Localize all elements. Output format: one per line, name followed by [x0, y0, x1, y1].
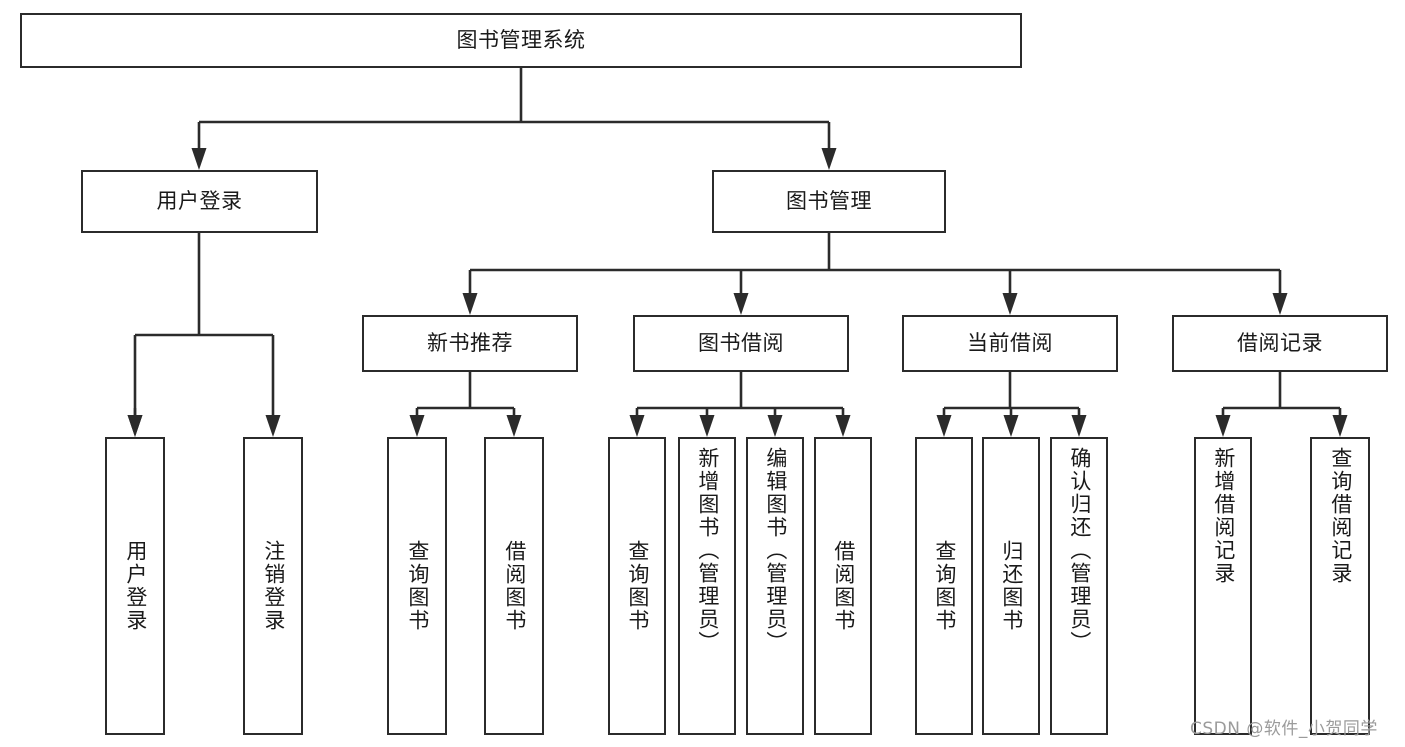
node-level2-label-0: 新书推荐	[427, 330, 513, 355]
node-leaf-label-5: 新增图书（管理员）	[695, 447, 720, 654]
leaf-drop-4-arrowhead	[699, 415, 715, 437]
node-level1-label-0: 用户登录	[156, 188, 243, 213]
leaf-drop-10-arrowhead	[1215, 415, 1231, 437]
node-leaf-2[interactable]: 查询图书	[387, 437, 447, 735]
leaf-drop-11-arrowhead	[1332, 415, 1348, 437]
node-leaf-label-1: 注销登录	[261, 540, 286, 632]
node-leaf-label-7: 借阅图书	[831, 540, 856, 632]
node-leaf-0[interactable]: 用户登录	[105, 437, 165, 735]
login-drop-1-arrowhead	[265, 415, 281, 437]
node-leaf-label-9: 归还图书	[999, 540, 1024, 632]
leaf-drop-3-arrowhead	[629, 415, 645, 437]
node-level1-0[interactable]: 用户登录	[81, 170, 318, 233]
node-level2-0[interactable]: 新书推荐	[362, 315, 578, 372]
node-level2-2[interactable]: 当前借阅	[902, 315, 1118, 372]
node-leaf-label-8: 查询图书	[932, 540, 957, 632]
node-leaf-6[interactable]: 编辑图书（管理员）	[746, 437, 804, 735]
node-leaf-3[interactable]: 借阅图书	[484, 437, 544, 735]
node-leaf-5[interactable]: 新增图书（管理员）	[678, 437, 736, 735]
node-leaf-label-12: 查询借阅记录	[1328, 447, 1353, 585]
root-drop-1-arrowhead	[821, 148, 837, 170]
node-leaf-label-10: 确认归还（管理员）	[1067, 447, 1092, 654]
books-drop-0-arrowhead	[462, 293, 478, 315]
node-leaf-label-4: 查询图书	[625, 540, 650, 632]
node-level2-3[interactable]: 借阅记录	[1172, 315, 1388, 372]
node-level2-label-2: 当前借阅	[967, 330, 1053, 355]
leaf-drop-1-arrowhead	[409, 415, 425, 437]
node-leaf-10[interactable]: 确认归还（管理员）	[1050, 437, 1108, 735]
node-level2-label-1: 图书借阅	[698, 330, 784, 355]
node-level2-label-3: 借阅记录	[1237, 330, 1323, 355]
node-level2-1[interactable]: 图书借阅	[633, 315, 849, 372]
leaf-drop-5-arrowhead	[767, 415, 783, 437]
node-leaf-8[interactable]: 查询图书	[915, 437, 973, 735]
node-leaf-label-0: 用户登录	[123, 540, 148, 632]
node-leaf-label-2: 查询图书	[405, 540, 430, 632]
books-drop-1-arrowhead	[733, 293, 749, 315]
node-root-system[interactable]: 图书管理系统	[20, 13, 1022, 68]
node-level1-label-1: 图书管理	[786, 188, 872, 213]
node-leaf-11[interactable]: 新增借阅记录	[1194, 437, 1252, 735]
node-leaf-4[interactable]: 查询图书	[608, 437, 666, 735]
node-leaf-label-6: 编辑图书（管理员）	[763, 447, 788, 654]
leaf-drop-9-arrowhead	[1071, 415, 1087, 437]
leaf-drop-8-arrowhead	[1003, 415, 1019, 437]
node-leaf-label-3: 借阅图书	[502, 540, 527, 632]
node-root-label: 图书管理系统	[456, 27, 586, 52]
leaf-drop-0-arrowhead	[127, 415, 143, 437]
books-drop-3-arrowhead	[1272, 293, 1288, 315]
node-level1-1[interactable]: 图书管理	[712, 170, 946, 233]
books-drop-2-arrowhead	[1002, 293, 1018, 315]
leaf-drop-6-arrowhead	[835, 415, 851, 437]
node-leaf-1[interactable]: 注销登录	[243, 437, 303, 735]
root-drop-0-arrowhead	[191, 148, 207, 170]
node-leaf-9[interactable]: 归还图书	[982, 437, 1040, 735]
leaf-drop-7-arrowhead	[936, 415, 952, 437]
node-leaf-7[interactable]: 借阅图书	[814, 437, 872, 735]
node-leaf-12[interactable]: 查询借阅记录	[1310, 437, 1370, 735]
node-leaf-label-11: 新增借阅记录	[1211, 447, 1236, 585]
leaf-drop-2-arrowhead	[506, 415, 522, 437]
